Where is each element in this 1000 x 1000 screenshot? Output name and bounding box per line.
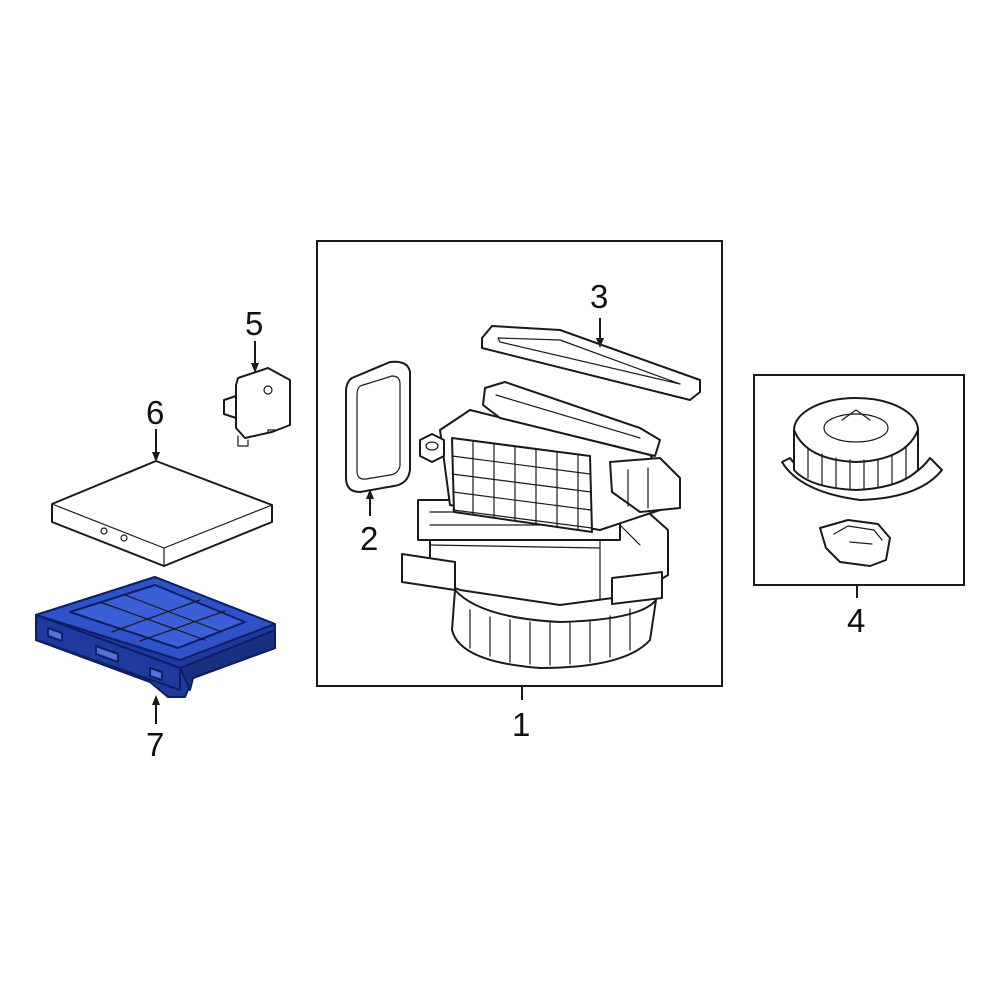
resistor-icon[interactable] — [223, 367, 291, 447]
callout-4[interactable]: 4 — [847, 602, 865, 639]
blower-motor-icon[interactable] — [781, 397, 943, 567]
callout-6[interactable]: 6 — [146, 394, 164, 431]
filter-cover-icon[interactable] — [35, 576, 276, 698]
callout-5[interactable]: 5 — [245, 305, 263, 342]
callout-2[interactable]: 2 — [360, 520, 378, 557]
part-4-group-box — [753, 374, 965, 586]
case-seal-icon[interactable] — [481, 325, 701, 401]
heater-blower-unit-icon[interactable] — [401, 381, 681, 669]
callout-3[interactable]: 3 — [590, 278, 608, 315]
callout-7[interactable]: 7 — [146, 726, 164, 763]
gasket-seal-icon[interactable] — [345, 360, 411, 493]
part-1-group-box — [316, 240, 723, 687]
callout-1[interactable]: 1 — [512, 706, 530, 743]
cabin-air-filter-icon[interactable] — [51, 460, 273, 567]
